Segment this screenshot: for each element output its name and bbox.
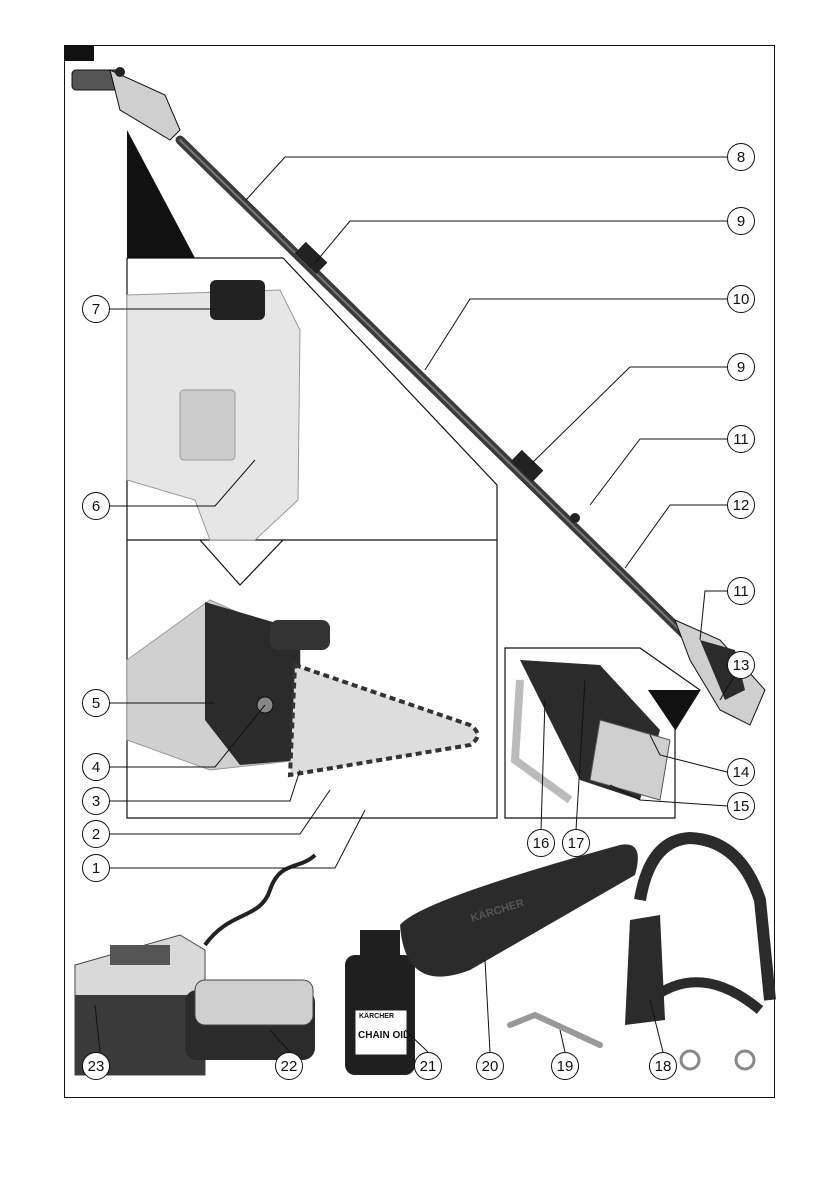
callout-23: 23 (82, 1052, 110, 1080)
callout-2: 2 (82, 820, 110, 848)
callout-8: 8 (727, 143, 755, 171)
callout-3: 3 (82, 787, 110, 815)
chain-oil-bottle (345, 930, 415, 1075)
detail-guide-bar (127, 600, 478, 775)
callout-19: 19 (551, 1052, 579, 1080)
callout-21: 21 (414, 1052, 442, 1080)
callout-10: 10 (727, 285, 755, 313)
callout-11-upper: 11 (727, 425, 755, 453)
callout-17: 17 (562, 829, 590, 857)
shoulder-strap (625, 838, 770, 1069)
battery (185, 980, 315, 1060)
bottle-chain-oil-label: CHAIN OIL (358, 1030, 409, 1041)
callout-11-lower: 11 (727, 577, 755, 605)
callout-4: 4 (82, 753, 110, 781)
strap-eyelet (570, 513, 580, 523)
callout-16: 16 (527, 829, 555, 857)
pruner-head (72, 67, 180, 140)
callout-6: 6 (82, 492, 110, 520)
callout-5: 5 (82, 689, 110, 717)
callout-15: 15 (727, 792, 755, 820)
callout-18: 18 (649, 1052, 677, 1080)
callout-9-lower: 9 (727, 353, 755, 381)
callout-1: 1 (82, 854, 110, 882)
callout-20: 20 (476, 1052, 504, 1080)
bottle-brand-label: KÄRCHER (359, 1013, 394, 1020)
callout-22: 22 (275, 1052, 303, 1080)
callout-13: 13 (727, 651, 755, 679)
callout-14: 14 (727, 758, 755, 786)
callout-12: 12 (727, 491, 755, 519)
hex-key (510, 1015, 600, 1045)
callout-9-upper: 9 (727, 207, 755, 235)
detail-knob-housing (127, 280, 300, 540)
detail-zoom-lines (200, 540, 283, 585)
callout-7: 7 (82, 295, 110, 323)
handle-detail-panel (505, 648, 700, 818)
